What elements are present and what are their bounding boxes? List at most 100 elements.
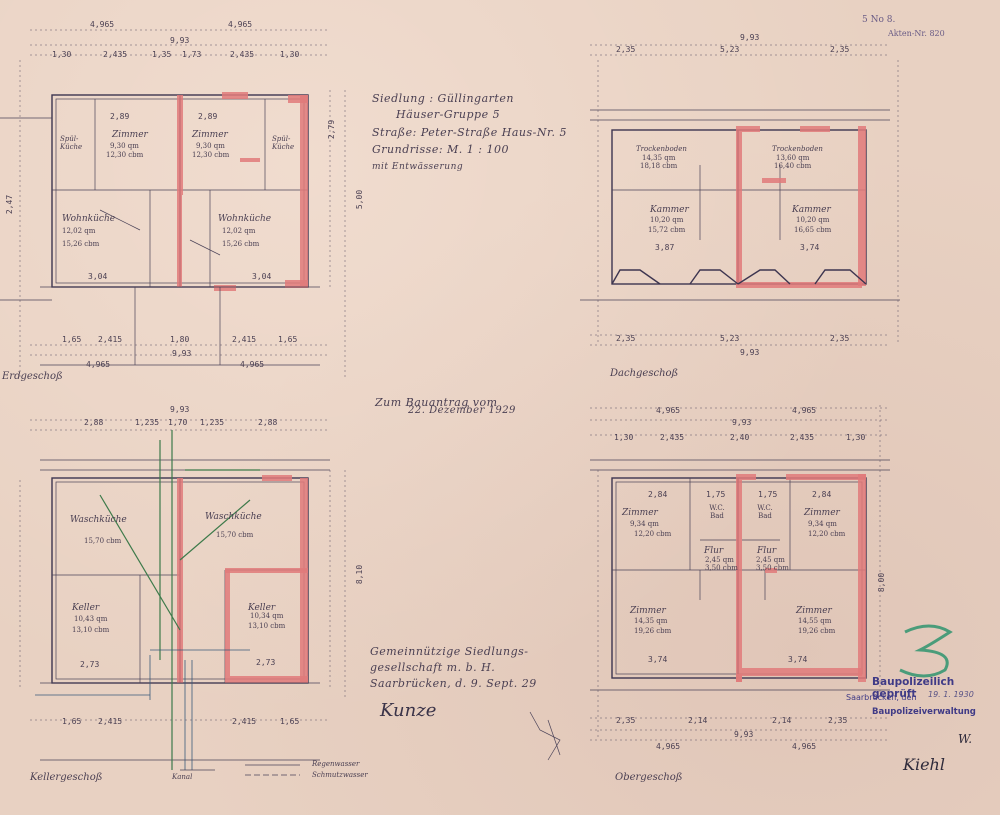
og-room-zimmer-bottom-right: Zimmer bbox=[796, 606, 832, 616]
eg-dim-part-6: 1,30 bbox=[280, 50, 300, 59]
plan-erdgeschoss bbox=[0, 29, 346, 380]
og-room-flur-left-area: 2,45 qm bbox=[705, 556, 734, 564]
eg-room-wohnkueche-right-area: 12,02 qm bbox=[222, 227, 256, 235]
eg-dim-side-a: 2,79 bbox=[327, 119, 337, 140]
dg-dim-bottom-1: 2,35 bbox=[616, 334, 636, 343]
og-room-flur-right: Flur bbox=[757, 546, 777, 556]
og-room-zimmer-top-left-area: 9,34 qm bbox=[630, 520, 659, 528]
og-room-zimmer-bottom-left-area: 14,35 qm bbox=[634, 617, 668, 625]
eg-dim-room-3: 3,04 bbox=[88, 272, 108, 281]
og-room-flur-right-area: 2,45 qm bbox=[756, 556, 785, 564]
dg-dim-total-top: 9,93 bbox=[740, 33, 760, 42]
og-room-zimmer-bottom-right-area: 14,55 qm bbox=[798, 617, 832, 625]
stamp-number-mark bbox=[899, 624, 953, 678]
dg-dim-room-left: 3,87 bbox=[655, 243, 675, 252]
eg-dim-total-top: 9,93 bbox=[170, 36, 190, 45]
eg-room-zimmer-left: Zimmer bbox=[112, 130, 148, 140]
floor-label-erdgeschoss: Erdgeschoß bbox=[2, 371, 63, 382]
kg-dim-room-right: 2,73 bbox=[256, 658, 276, 667]
stamp-baupolizeiverwaltung: Baupolizeiverwaltung bbox=[872, 707, 976, 717]
og-dim-side-height: 8,00 bbox=[877, 572, 887, 593]
eg-dim-bottom-3: 1,80 bbox=[170, 335, 190, 344]
stamp-date: 19. 1. 1930 bbox=[928, 690, 974, 699]
floor-label-obergeschoss: Obergeschoß bbox=[615, 772, 683, 783]
kg-dim-bottom-4: 1,65 bbox=[280, 717, 300, 726]
eg-dim-bottom-half-right: 4,965 bbox=[240, 360, 265, 369]
dg-room-trockenboden-right: Trockenboden bbox=[772, 145, 823, 153]
og-room-zimmer-bottom-left-volume: 19,26 cbm bbox=[634, 627, 672, 635]
title-strasse: Straße: Peter-Straße Haus-Nr. 5 bbox=[372, 126, 568, 139]
kg-room-waschkueche-right: Waschküche bbox=[205, 512, 262, 522]
eg-room-zimmer-left-area: 9,30 qm bbox=[110, 142, 139, 150]
og-dim-top-4: 2,435 bbox=[790, 433, 815, 442]
eg-room-zimmer-right-volume: 12,30 cbm bbox=[192, 151, 230, 159]
og-dim-total-bottom: 9,93 bbox=[734, 730, 754, 739]
eg-room-wohnkueche-right: Wohnküche bbox=[218, 214, 272, 224]
stamp-saarbruecken: Saarbrücken, den bbox=[846, 693, 917, 702]
stamp-signature: Kiehl bbox=[903, 755, 945, 774]
og-dim-top-1: 1,30 bbox=[614, 433, 634, 442]
kg-legend-kanal: Kanal bbox=[172, 773, 193, 781]
submission-line1: Zum Bauantrag vom bbox=[375, 396, 498, 409]
og-dim-half-right: 4,965 bbox=[792, 406, 817, 415]
eg-dim-total-bottom: 9,93 bbox=[172, 349, 192, 358]
og-dim-bottom-4: 2,35 bbox=[828, 716, 848, 725]
floor-label-dachgeschoss: Dachgeschoß bbox=[610, 368, 679, 379]
og-dim-room-1: 2,84 bbox=[648, 490, 668, 499]
og-room-zimmer-top-right-volume: 12,20 cbm bbox=[808, 530, 846, 538]
og-dim-top-3: 2,40 bbox=[730, 433, 750, 442]
signature-kunze: Kunze bbox=[380, 700, 437, 721]
kg-dim-side-height: 8,10 bbox=[355, 564, 365, 585]
dg-room-trockenboden-right-volume: 16,40 cbm bbox=[774, 162, 812, 170]
kg-room-keller-left-area: 10,43 qm bbox=[74, 615, 108, 623]
corner-note-line1: 5 No 8. bbox=[862, 15, 896, 25]
stamp-initials: W. bbox=[958, 732, 973, 746]
eg-room-wohnkueche-right-volume: 15,26 cbm bbox=[222, 240, 260, 248]
og-room-wc-bad-left: W.C. Bad bbox=[709, 504, 725, 520]
eg-dim-bottom-1: 1,65 bbox=[62, 335, 82, 344]
eg-room-wohnkueche-left-volume: 15,26 cbm bbox=[62, 240, 100, 248]
og-room-zimmer-bottom-right-volume: 19,26 cbm bbox=[798, 627, 836, 635]
eg-dim-bottom-5: 1,65 bbox=[278, 335, 298, 344]
applicant-line3: Saarbrücken, d. 9. Sept. 29 bbox=[370, 677, 537, 690]
og-room-wc-bad-right: W.C. Bad bbox=[757, 504, 773, 520]
og-dim-room-4: 2,84 bbox=[812, 490, 832, 499]
eg-dim-room-2: 2,89 bbox=[198, 112, 218, 121]
eg-dim-part-2: 2,435 bbox=[103, 50, 128, 59]
og-dim-half-left: 4,965 bbox=[656, 406, 681, 415]
kg-dim-top-1: 2,88 bbox=[84, 418, 104, 427]
og-dim-top-5: 1,30 bbox=[846, 433, 866, 442]
kg-dim-top-4: 1,235 bbox=[200, 418, 225, 427]
kg-dim-bottom-2: 2,415 bbox=[98, 717, 123, 726]
eg-room-wohnkueche-left: Wohnküche bbox=[62, 214, 116, 224]
eg-room-spuelkueche-left: Spül-Küche bbox=[60, 135, 83, 151]
eg-dim-bottom-4: 2,415 bbox=[232, 335, 257, 344]
dg-room-kammer-right: Kammer bbox=[792, 205, 831, 215]
dg-dim-total-bottom: 9,93 bbox=[740, 348, 760, 357]
kg-room-waschkueche-left: Waschküche bbox=[70, 515, 127, 525]
kg-dim-total-top: 9,93 bbox=[170, 405, 190, 414]
og-dim-total-top: 9,93 bbox=[732, 418, 752, 427]
eg-room-zimmer-right-area: 9,30 qm bbox=[196, 142, 225, 150]
og-dim-room-6: 3,74 bbox=[788, 655, 808, 664]
applicant-line1: Gemeinnützige Siedlungs- bbox=[370, 645, 529, 658]
kg-dim-bottom-1: 1,65 bbox=[62, 717, 82, 726]
legend-schmutzwasser: Schmutzwasser bbox=[312, 771, 368, 779]
kg-room-keller-right: Keller bbox=[248, 603, 276, 613]
og-dim-bottom-2: 2,14 bbox=[688, 716, 708, 725]
eg-room-zimmer-right: Zimmer bbox=[192, 130, 228, 140]
dg-dim-top-3: 2,35 bbox=[830, 45, 850, 54]
dg-room-kammer-right-volume: 16,65 cbm bbox=[794, 226, 832, 234]
og-room-zimmer-top-left-volume: 12,20 cbm bbox=[634, 530, 672, 538]
dg-room-kammer-right-area: 10,20 qm bbox=[796, 216, 830, 224]
title-siedlung: Siedlung : Güllingarten bbox=[372, 92, 514, 105]
eg-dim-part-5: 2,435 bbox=[230, 50, 255, 59]
eg-room-spuelkueche-right: Spül-Küche bbox=[272, 135, 295, 151]
og-room-zimmer-bottom-left: Zimmer bbox=[630, 606, 666, 616]
eg-dim-room-4: 3,04 bbox=[252, 272, 272, 281]
og-dim-bottom-half-right: 4,965 bbox=[792, 742, 817, 751]
eg-dim-side-b: 2,47 bbox=[5, 194, 15, 215]
og-room-flur-left-volume: 3,50 cbm bbox=[705, 564, 738, 572]
